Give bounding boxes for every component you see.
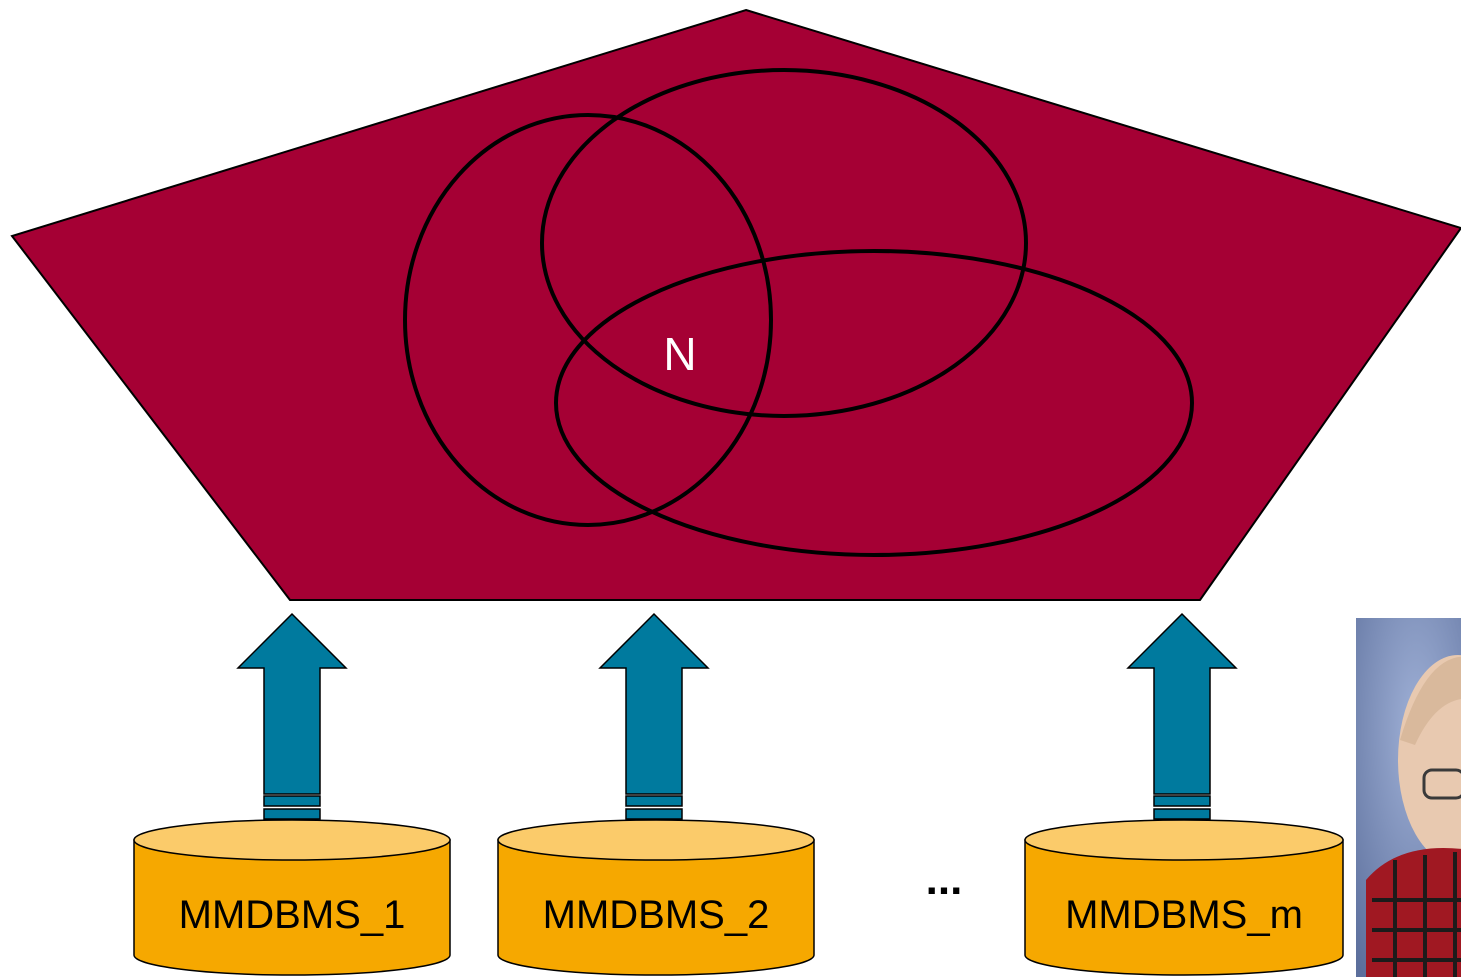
- venn-ellipse-left: [403, 113, 773, 527]
- venn-diagram: [403, 68, 1194, 557]
- database-label-2: MMDBMS_2: [543, 893, 770, 937]
- database-cylinder-m: MMDBMS_m: [1024, 819, 1344, 976]
- venn-ellipse-top: [540, 68, 1028, 418]
- global-schema-pentagon: [10, 8, 1461, 601]
- database-cylinder-1: MMDBMS_1: [133, 819, 451, 976]
- database-cylinder-2: MMDBMS_2: [497, 819, 815, 976]
- intersection-label: N: [663, 328, 696, 380]
- arrow-m: [1126, 612, 1238, 820]
- ellipsis-label: ...: [926, 855, 963, 904]
- database-label-m: MMDBMS_m: [1065, 893, 1303, 937]
- venn-ellipse-bottom-right: [554, 249, 1194, 557]
- arrow-2: [598, 612, 710, 820]
- portrait-photo: [1356, 618, 1461, 977]
- arrow-1: [236, 612, 348, 820]
- database-label-1: MMDBMS_1: [179, 893, 406, 937]
